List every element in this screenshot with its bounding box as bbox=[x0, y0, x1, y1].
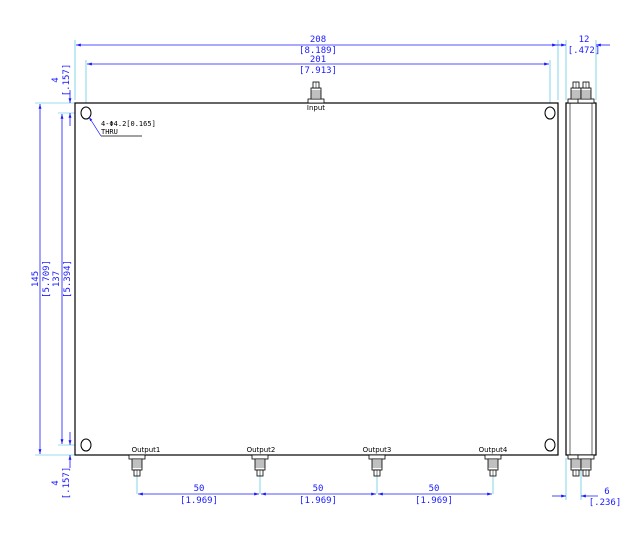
dim-output-pitch-3-mm: 50 bbox=[429, 484, 440, 494]
hole-note-thru: THRU bbox=[101, 128, 118, 136]
dim-overall-width-in: [8.189] bbox=[299, 46, 337, 56]
dim-overall-height-mm: 145 bbox=[31, 271, 41, 287]
dim-output-pitch-1-in: [1.969] bbox=[180, 496, 218, 506]
dim-bottom-hole-offset: 4 [.157] bbox=[51, 432, 72, 499]
dim-side-offset-in: [.236] bbox=[589, 498, 622, 508]
side-view-outline bbox=[565, 102, 597, 456]
output-connector-4: Output4 bbox=[479, 446, 508, 477]
dim-side-offset: 6 [.236] bbox=[552, 487, 621, 508]
mounting-hole-bottom-right bbox=[544, 438, 556, 452]
output-label-2: Output2 bbox=[247, 446, 276, 454]
dim-side-thickness: 12 [.472] bbox=[552, 35, 610, 56]
mounting-hole-top-right bbox=[544, 106, 556, 120]
dim-output-pitch-2-mm: 50 bbox=[313, 484, 324, 494]
dim-hole-spacing-y-in: [5.394] bbox=[63, 260, 73, 298]
side-view bbox=[565, 81, 597, 477]
hole-note-size: 4-Φ4.2[0.165] bbox=[101, 120, 156, 128]
dim-bottom-hole-offset-in: [.157] bbox=[62, 467, 72, 500]
output-connectors: Output1 Output2 Output3 Output4 bbox=[128, 446, 508, 477]
dim-output-pitch-3: 50 [1.969] bbox=[378, 484, 492, 506]
dim-hole-spacing-x: 201 [7.913] bbox=[87, 55, 549, 76]
dim-side-thickness-in: [.472] bbox=[568, 46, 601, 56]
dim-overall-width-mm: 208 bbox=[310, 35, 326, 45]
output-label-4: Output4 bbox=[479, 446, 508, 454]
dim-hole-spacing-y: 137 [5.394] bbox=[52, 114, 73, 444]
dim-output-pitch-1-mm: 50 bbox=[194, 484, 205, 494]
dim-top-hole-offset: 4 [.157] bbox=[51, 64, 72, 126]
dim-bottom-hole-offset-mm: 4 bbox=[51, 480, 61, 485]
dim-top-hole-offset-in: [.157] bbox=[62, 64, 72, 97]
dim-overall-height: 145 [5.709] bbox=[31, 104, 52, 454]
dim-overall-width: 208 [8.189] bbox=[76, 35, 557, 56]
main-body-outline bbox=[74, 102, 559, 456]
input-label: Input bbox=[307, 104, 325, 112]
dim-overall-height-in: [5.709] bbox=[42, 260, 52, 298]
dim-hole-spacing-x-mm: 201 bbox=[310, 55, 326, 65]
dim-side-offset-mm: 6 bbox=[604, 487, 609, 497]
dim-output-pitch-1: 50 [1.969] bbox=[138, 484, 259, 506]
output-connector-2: Output2 bbox=[247, 446, 276, 477]
input-connector: Input bbox=[307, 81, 325, 112]
output-connector-1: Output1 bbox=[128, 446, 161, 477]
output-label-3: Output3 bbox=[363, 446, 392, 454]
mounting-hole-bottom-left bbox=[80, 438, 92, 452]
dim-output-pitch-3-in: [1.969] bbox=[415, 496, 453, 506]
main-body bbox=[74, 102, 559, 456]
dim-hole-spacing-y-mm: 137 bbox=[52, 271, 62, 287]
hole-callout: 4-Φ4.2[0.165] THRU bbox=[88, 116, 156, 137]
mounting-hole-top-left bbox=[80, 106, 92, 120]
dim-side-thickness-mm: 12 bbox=[579, 35, 590, 45]
dim-top-hole-offset-mm: 4 bbox=[51, 77, 61, 82]
output-label-1: Output1 bbox=[132, 446, 161, 454]
dim-output-pitch-2: 50 [1.969] bbox=[261, 484, 376, 506]
output-connector-3: Output3 bbox=[363, 446, 392, 477]
dim-hole-spacing-x-in: [7.913] bbox=[299, 66, 337, 76]
dim-output-pitch-2-in: [1.969] bbox=[299, 496, 337, 506]
